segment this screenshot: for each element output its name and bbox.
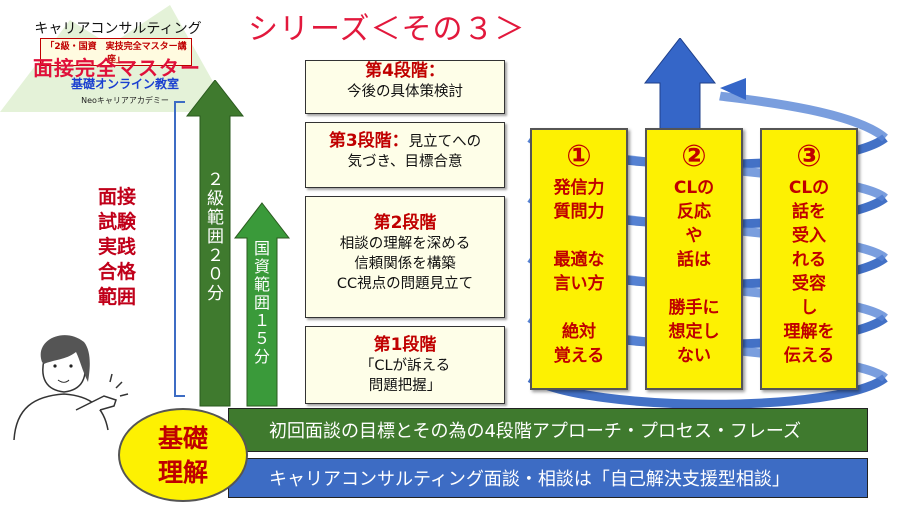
stage-1: 第1段階 「CLが訴える 問題把握」: [305, 326, 505, 404]
arrow-2kyu-label: ２級範囲２０分: [203, 170, 223, 303]
logo-main: 面接完全マスター: [33, 56, 201, 80]
point-line: 覚える: [553, 346, 605, 366]
stage-2-body-line: 信頼関係を構築: [354, 256, 456, 272]
stage-4-body: 今後の具体策検討: [347, 84, 463, 100]
kiso-line: 理解: [157, 458, 208, 487]
logo-classroom: 基礎オンライン教室: [70, 77, 179, 91]
exam-range-label: 面接 試験 実践 合格 範囲: [96, 185, 138, 310]
point-line: 受入: [792, 226, 826, 246]
point-line: 最適な: [553, 250, 605, 270]
range-label-line: 範囲: [97, 286, 136, 308]
stage-2-body-line: CC視点の問題見立て: [336, 276, 474, 292]
stage-1-body-line: 「CLが訴える: [359, 358, 451, 374]
stage-2-body-line: 相談の理解を深める: [339, 236, 471, 252]
point-line: 質問力: [553, 202, 605, 222]
framework-bar: 初回面談の目標とその為の4段階アプローチ・プロセス・フレーズ: [228, 408, 868, 452]
stage-3: 第3段階：見立てへの 気づき、目標合意: [305, 122, 505, 188]
range-label-line: 面接: [97, 186, 136, 208]
consultant-woman-illustration: [13, 335, 129, 440]
point-line: 話を: [792, 202, 826, 222]
point-number-2: ②: [681, 139, 707, 174]
point-number-1: ①: [566, 139, 592, 174]
point-line: 理解を: [783, 322, 835, 342]
logo-title: キャリアコンサルティング: [34, 21, 202, 37]
point-box-1: ① 発信力 質問力 最適な 言い方 絶対 覚える: [530, 128, 628, 390]
range-label-line: 実践: [97, 236, 136, 258]
point-box-2: ② CLの 反応 や 話は 勝手に 想定し ない: [645, 128, 743, 390]
point-line: ない: [677, 346, 711, 366]
point-line: 言い方: [553, 274, 605, 294]
basic-understanding-ellipse: 基礎 理解: [118, 408, 248, 502]
logo-academy: Neoキャリアアカデミー: [81, 96, 169, 105]
logo-subtitle: 「2級・国資 実技完全マスター講座」: [40, 38, 192, 66]
stage-3-title-suffix: 見立てへの: [408, 134, 482, 150]
point-line: し: [800, 298, 818, 318]
consultation-type-bar: キャリアコンサルティング面談・相談は「自己解決支援型相談」: [228, 458, 868, 498]
point-number-3: ③: [796, 139, 822, 174]
stage-1-title: 第1段階: [373, 335, 437, 355]
series-title: シリーズ＜その３＞: [248, 12, 526, 47]
stage-3-body: 気づき、目標合意: [347, 154, 463, 170]
stage-2: 第2段階 相談の理解を深める 信頼関係を構築 CC視点の問題見立て: [305, 196, 505, 318]
point-box-3: ③ CLの 話を 受入 れる 受容 し 理解を 伝える: [760, 128, 858, 390]
range-label-line: 試験: [97, 211, 136, 233]
range-bracket: [174, 101, 185, 397]
stage-2-title: 第2段階: [373, 213, 437, 233]
stage-4: 第4段階： 今後の具体策検討: [305, 60, 505, 114]
stage-3-title: 第3段階：: [328, 131, 409, 151]
point-line: CLの: [673, 178, 715, 198]
stage-1-body-line: 問題把握」: [368, 378, 442, 394]
arrows-graphic: [185, 80, 291, 407]
stage-4-title: 第4段階：: [365, 61, 445, 81]
point-line: 話は: [677, 250, 711, 270]
point-line: 想定し: [668, 322, 720, 342]
point-line: 受容: [792, 274, 826, 294]
point-line: れる: [792, 250, 826, 270]
point-line: や: [685, 226, 703, 246]
point-line: 勝手に: [668, 298, 720, 318]
point-line: 絶対: [562, 322, 596, 342]
arrow-kokushi-label: 国資範囲１５分: [251, 240, 270, 366]
point-line: 反応: [677, 202, 711, 222]
range-label-line: 合格: [97, 261, 136, 283]
kiso-line: 基礎: [157, 424, 208, 453]
point-line: 発信力: [553, 178, 605, 198]
point-line: 伝える: [783, 346, 835, 366]
point-line: CLの: [788, 178, 830, 198]
